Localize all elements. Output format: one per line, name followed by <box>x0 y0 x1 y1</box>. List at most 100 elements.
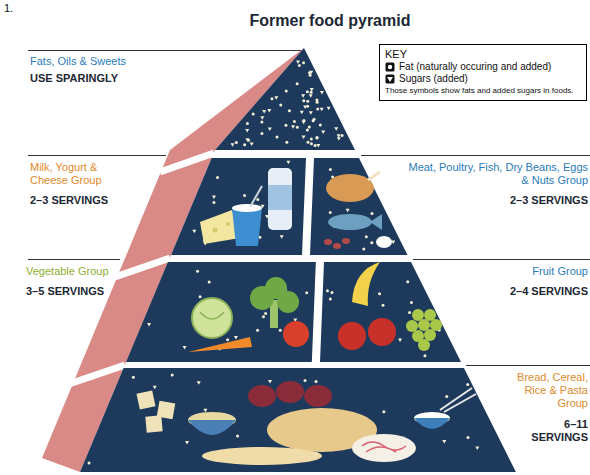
fat-sugar-symbol <box>442 440 446 444</box>
fat-sugar-symbol <box>286 395 289 398</box>
band-fill <box>126 262 316 362</box>
fat-sugar-symbol <box>352 327 355 330</box>
fat-sugar-symbol <box>293 318 297 322</box>
fat-sugar-symbol <box>321 130 325 134</box>
fish-drawing <box>370 214 382 230</box>
broccoli-drawing <box>250 277 299 328</box>
legend-symbol <box>386 63 395 72</box>
fat-sugar-symbol <box>291 125 295 128</box>
fat-sugar-symbol <box>208 280 211 283</box>
fat-sugar-symbol <box>203 242 207 246</box>
band-shape <box>126 262 316 362</box>
cracker-drawing <box>137 391 156 410</box>
fat-sugar-symbol <box>348 442 351 445</box>
band-fill <box>80 368 516 472</box>
muffin-drawing <box>276 381 304 403</box>
cabbage-drawing <box>200 312 224 319</box>
beans-drawing <box>333 243 341 249</box>
fat-sugar-symbol <box>200 423 203 426</box>
cheese-drawing <box>200 210 240 244</box>
side-face-gap <box>115 258 170 277</box>
fat-sugar-symbol <box>410 301 413 304</box>
band-shape <box>320 262 461 362</box>
fat-sugar-symbol <box>260 120 263 123</box>
grapes-drawing <box>406 309 442 351</box>
yogurt-cup-drawing <box>232 204 262 212</box>
fat-sugar-symbol <box>306 90 309 93</box>
apple-drawing <box>368 318 396 346</box>
fat-sugar-symbol <box>302 119 305 122</box>
cracker-drawing <box>157 401 176 420</box>
fat-sugar-symbol <box>261 205 265 209</box>
fat-sugar-symbol <box>315 99 318 102</box>
cracker-drawing <box>145 415 162 432</box>
fat-sugar-symbol <box>302 99 305 102</box>
muffin-drawing <box>248 385 276 407</box>
chicken-drawing <box>326 172 380 202</box>
fat-sugar-symbol <box>303 379 306 382</box>
broccoli-drawing <box>277 291 299 313</box>
fat-sugar-symbol <box>264 312 267 315</box>
bread-loaf-drawing <box>202 408 377 465</box>
fat-sugar-symbol <box>212 201 215 204</box>
fat-sugar-symbol <box>256 198 259 201</box>
fish-drawing <box>328 214 382 230</box>
fat-sugar-symbol <box>258 236 261 239</box>
fat-sugar-symbol <box>231 143 235 147</box>
fat-sugar-symbol <box>306 129 309 132</box>
fat-sugar-symbol <box>391 240 395 244</box>
fat-sugar-symbol <box>309 74 312 77</box>
pasta-drawing <box>362 442 406 452</box>
fat-sugar-symbol <box>218 347 221 350</box>
band-fill <box>320 262 461 362</box>
fat-sugar-symbol <box>268 128 272 132</box>
fat-sugar-symbol <box>153 386 157 390</box>
group-name: Vegetable Group <box>26 265 146 278</box>
tomato-drawing <box>283 321 309 347</box>
fat-sugar-symbol <box>314 144 317 147</box>
fat-sugar-symbol <box>309 94 313 98</box>
fat-sugar-symbol <box>286 161 290 165</box>
muffin-drawing <box>248 381 332 407</box>
milk-carton-drawing <box>268 168 292 230</box>
carrot-drawing <box>188 337 252 352</box>
fat-sugar-symbol <box>185 441 189 445</box>
side-face-gap <box>160 153 214 172</box>
serving-count: 2–4 SERVINGS <box>468 285 588 298</box>
broccoli-drawing <box>250 286 274 310</box>
fat-sugar-symbol <box>313 118 316 121</box>
fat-sugar-symbol <box>279 104 282 107</box>
fat-sugar-symbol <box>132 376 135 379</box>
fat-sugar-symbol <box>276 135 279 138</box>
egg-drawing <box>376 236 392 248</box>
beans-drawing <box>324 238 350 249</box>
food-group-band: Meat, Poultry, Fish, Dry Beans, Eggs & N… <box>310 158 408 255</box>
fat-sugar-symbol <box>234 336 238 340</box>
bread-loaf-drawing <box>202 447 322 465</box>
fat-sugar-symbol <box>216 176 219 179</box>
fat-sugar-symbol <box>332 225 336 229</box>
fat-sugar-symbol <box>406 280 409 283</box>
fat-sugar-symbol <box>201 306 204 309</box>
beans-drawing <box>342 238 350 244</box>
pasta-drawing <box>352 434 416 462</box>
fat-sugar-symbol <box>293 120 296 123</box>
serving-count: USE SPARINGLY <box>30 72 230 85</box>
fat-sugar-symbol <box>286 172 290 176</box>
band-shape <box>171 158 306 255</box>
group-name: Fats, Oils & Sweets <box>30 55 230 68</box>
fat-sugar-symbol <box>212 196 216 200</box>
fat-sugar-symbol <box>379 323 383 327</box>
apple-drawing <box>338 318 396 350</box>
fat-sugar-symbol <box>196 270 199 273</box>
rice-bowl-drawing <box>444 394 476 412</box>
fat-sugar-symbol <box>310 88 314 92</box>
band-fill <box>171 158 306 255</box>
fat-sugar-symbol <box>268 219 271 222</box>
band-shape <box>80 368 516 472</box>
fat-sugar-symbol <box>268 380 272 384</box>
fat-sugar-symbol <box>203 409 207 413</box>
fat-sugar-symbol <box>246 122 249 125</box>
fat-sugar-symbol <box>203 240 207 244</box>
